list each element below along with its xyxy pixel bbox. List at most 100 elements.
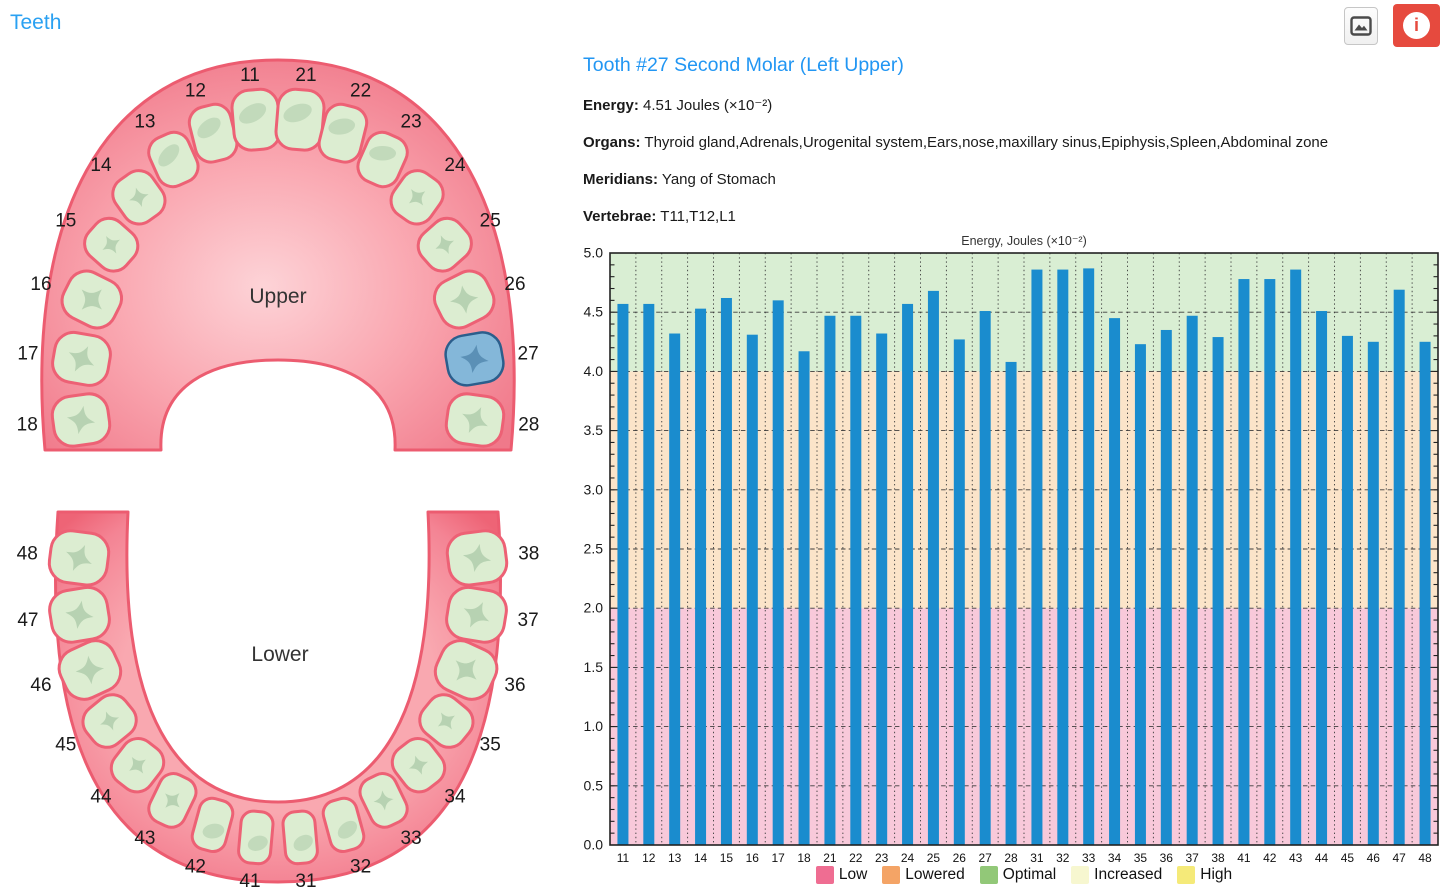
legend-label-low: Low	[838, 866, 868, 883]
detail-row-meridians: Meridians: Yang of Stomach	[583, 171, 776, 188]
tooth-shading	[202, 823, 225, 839]
image-button[interactable]	[1344, 6, 1378, 45]
bar-22	[850, 315, 862, 845]
y-tick-0.5: 0.5	[584, 777, 604, 793]
tooth-13[interactable]	[144, 127, 204, 192]
bar-47	[1393, 289, 1405, 846]
bar-33	[1083, 268, 1095, 846]
tooth-number-12: 12	[185, 81, 206, 102]
legend-swatch-optimal	[979, 866, 998, 884]
tooth-27[interactable]	[443, 329, 507, 388]
tooth-16[interactable]	[56, 265, 128, 335]
x-tick-16: 16	[746, 851, 760, 865]
legend-label-increased: Increased	[1094, 866, 1163, 883]
x-tick-33: 33	[1082, 851, 1096, 865]
tooth-44[interactable]	[104, 732, 170, 799]
tooth-47[interactable]	[47, 585, 112, 646]
bar-17	[772, 300, 784, 845]
upper-arch-label: Upper	[249, 285, 306, 308]
tooth-26[interactable]	[428, 265, 500, 335]
tooth-fissure	[408, 189, 426, 206]
bar-14	[695, 308, 707, 845]
tooth-shading	[247, 835, 268, 851]
legend-label-optimal: Optimal	[1002, 866, 1057, 883]
legend-item-increased: Increased	[1071, 866, 1162, 884]
tooth-number-35: 35	[480, 735, 501, 756]
y-tick-1.0: 1.0	[584, 718, 604, 734]
page-title: Teeth	[10, 11, 62, 34]
x-tick-15: 15	[720, 851, 734, 865]
tooth-35[interactable]	[413, 688, 480, 754]
tooth-fissure	[450, 285, 479, 314]
tooth-36[interactable]	[429, 634, 503, 706]
tooth-34[interactable]	[385, 732, 451, 799]
y-tick-3.5: 3.5	[584, 422, 604, 438]
bar-15	[720, 297, 732, 845]
tooth-33[interactable]	[355, 769, 412, 832]
tooth-number-48: 48	[17, 544, 38, 565]
tooth-38[interactable]	[445, 528, 509, 587]
tooth-number-11: 11	[240, 65, 260, 86]
tooth-11[interactable]	[230, 87, 282, 152]
tooth-number-47: 47	[17, 610, 38, 631]
tooth-number-44: 44	[90, 787, 112, 808]
tooth-25[interactable]	[411, 211, 478, 278]
tooth-number-41: 41	[239, 871, 260, 892]
tooth-46[interactable]	[53, 634, 127, 706]
legend-item-low: Low	[815, 866, 868, 884]
tooth-22[interactable]	[316, 101, 370, 165]
y-tick-1.5: 1.5	[584, 659, 604, 675]
tooth-41[interactable]	[237, 809, 275, 866]
tooth-23[interactable]	[353, 127, 413, 192]
tooth-number-32: 32	[350, 856, 371, 877]
x-tick-21: 21	[823, 851, 837, 865]
tooth-15[interactable]	[78, 211, 145, 278]
tooth-42[interactable]	[189, 795, 235, 854]
legend-item-high: High	[1177, 866, 1232, 884]
x-tick-22: 22	[849, 851, 863, 865]
x-tick-27: 27	[979, 851, 993, 865]
bar-36	[1160, 329, 1172, 846]
bar-11	[617, 303, 629, 845]
x-tick-25: 25	[927, 851, 941, 865]
info-icon: i	[1403, 12, 1430, 39]
header-buttons: i	[1344, 4, 1440, 47]
bar-21	[824, 315, 836, 845]
x-tick-45: 45	[1341, 851, 1355, 865]
info-button[interactable]: i	[1393, 4, 1440, 47]
x-tick-17: 17	[772, 851, 786, 865]
tooth-21[interactable]	[274, 87, 326, 152]
tooth-31[interactable]	[281, 809, 319, 866]
bar-24	[902, 303, 914, 845]
tooth-number-17: 17	[17, 343, 38, 364]
tooth-fissure	[408, 755, 429, 775]
detail-row-organs: Organs: Thyroid gland,Adrenals,Urogenita…	[583, 134, 1328, 151]
tooth-number-24: 24	[444, 155, 466, 176]
tooth-12[interactable]	[186, 101, 240, 165]
x-tick-44: 44	[1315, 851, 1329, 865]
tooth-24[interactable]	[384, 164, 450, 231]
bar-23	[876, 333, 888, 845]
tooth-number-46: 46	[30, 675, 51, 696]
detail-value-energy: 4.51 Joules (×10⁻²)	[643, 97, 773, 114]
bar-41	[1238, 279, 1250, 846]
tooth-17[interactable]	[50, 329, 114, 388]
tooth-43[interactable]	[144, 769, 201, 832]
tooth-28[interactable]	[444, 391, 506, 448]
x-tick-41: 41	[1237, 851, 1251, 865]
x-tick-13: 13	[668, 851, 682, 865]
tooth-45[interactable]	[76, 688, 143, 754]
tooth-48[interactable]	[47, 528, 111, 587]
detail-value-vertebrae: T11,T12,L1	[660, 208, 736, 225]
tooth-number-36: 36	[504, 675, 525, 696]
tooth-37[interactable]	[444, 585, 509, 646]
tooth-18[interactable]	[50, 391, 112, 448]
legend-swatch-low	[815, 866, 834, 884]
tooth-fissure	[129, 187, 149, 207]
bar-43	[1290, 269, 1302, 845]
y-tick-3.0: 3.0	[584, 481, 604, 497]
tooth-32[interactable]	[320, 795, 366, 854]
tooth-14[interactable]	[106, 164, 172, 231]
